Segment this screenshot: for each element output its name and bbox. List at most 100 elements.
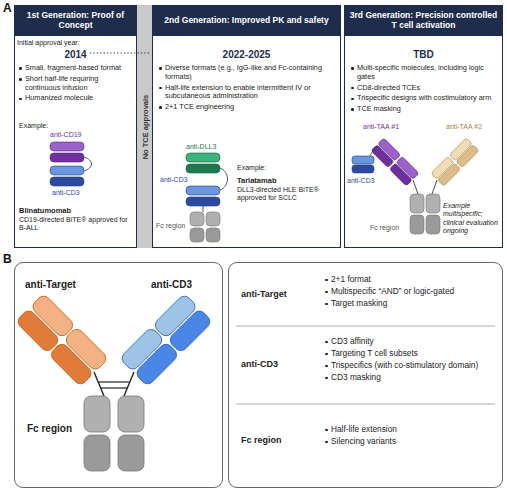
table-rule	[236, 326, 495, 327]
domain-label: anti-TAA #1	[363, 123, 399, 131]
feature-bullets: Multi-specific molecules, including logi…	[350, 64, 498, 116]
bite-fragment	[50, 166, 84, 175]
feature-bullets: Small, fragment-based formatShort half-l…	[18, 64, 133, 105]
bullet-text: 2+1 format	[331, 274, 371, 284]
multispecific-molecule	[456, 145, 479, 168]
bullet-dot	[325, 291, 328, 294]
bullet-text: Half-life extension to enable intermitte…	[165, 83, 311, 101]
bullet-item: Targeting T cell subsets	[324, 349, 496, 359]
multispecific-molecule	[410, 194, 424, 213]
approval-caption: Initial approval year:	[17, 39, 135, 47]
bite-fragment	[50, 142, 92, 186]
molecule-description: DLL3-directed HLE BiTE® approved for SCL…	[237, 186, 337, 203]
bullet-text: Silencing variants	[331, 436, 396, 446]
bullet-item: Silencing variants	[324, 437, 496, 447]
bullet-item: Small, fragment-based format	[18, 64, 133, 73]
approval-year: TBD	[345, 49, 502, 61]
tce-antibody	[167, 308, 212, 353]
tce-antibody	[119, 293, 212, 386]
timeline-dots	[90, 52, 151, 53]
bullet-text: CD3 masking	[331, 372, 381, 382]
bullet-text: Target masking	[331, 298, 387, 308]
generation-header: 2nd Generation: Improved PK and safety	[153, 6, 340, 36]
bite-fragment	[50, 153, 84, 162]
bullet-item: Trispecific designs with costimulatory a…	[350, 94, 498, 103]
bullet-dot	[325, 353, 328, 356]
bullet-item: Multi-specific molecules, including logi…	[350, 64, 498, 82]
tce-antibody	[153, 293, 198, 338]
tce-antibody	[84, 435, 110, 471]
strategy-table: anti-Target 2+1 formatMultispecific “AND”…	[228, 262, 503, 488]
domain-label: anti-TAA #2	[446, 123, 482, 131]
multispecific-molecule	[426, 215, 440, 234]
domain-label: Fc region	[27, 423, 72, 435]
multispecific-molecule	[438, 163, 461, 186]
bullet-dot	[19, 78, 22, 81]
bullet-item: Trispecifics (with co-stimulatory domain…	[324, 361, 496, 371]
multispecific-molecule	[432, 180, 437, 194]
bullet-dot	[325, 429, 328, 432]
hle-bite	[186, 153, 220, 162]
hle-bite	[186, 186, 220, 195]
panel-letter: B	[3, 252, 12, 266]
domain-label: anti-CD19	[50, 131, 82, 139]
bullet-dot	[351, 87, 354, 90]
example-tag: Example:	[237, 164, 297, 172]
tce-antibody	[119, 327, 164, 372]
bullet-text: Multi-specific molecules, including logi…	[357, 63, 484, 81]
multispecific-molecule	[410, 215, 424, 234]
bullet-text: Short half-life requiring continuous inf…	[25, 74, 98, 92]
bullet-item: 2+1 TCE engineering	[158, 103, 336, 112]
antibody-panel: anti-Target anti-CD3 Fc region	[14, 262, 223, 488]
bullet-text: Targeting T cell subsets	[331, 348, 418, 358]
bullet-item: CD3 affinity	[324, 337, 496, 347]
multispecific-molecule	[378, 138, 401, 161]
bite-fragment	[50, 177, 84, 186]
domain-label: anti-DLL3	[186, 143, 216, 151]
strategy-bullets: Half-life extensionSilencing variants	[324, 425, 496, 449]
bullet-text: 2+1 TCE engineering	[165, 102, 234, 111]
strategy-bullets: 2+1 formatMultispecific “AND” or logic-g…	[324, 275, 496, 311]
hle-bite	[186, 153, 228, 242]
multispecific-molecule	[413, 180, 418, 194]
tce-antibody	[63, 327, 108, 372]
bullet-dot	[325, 303, 328, 306]
domain-label: anti-Target	[25, 279, 76, 291]
hle-bite	[203, 206, 204, 212]
molecule-name: Blinatumomab	[19, 206, 134, 215]
bullet-dot	[159, 87, 162, 90]
bullet-dot	[325, 377, 328, 380]
tce-antibody	[94, 372, 104, 396]
generation-header: 3rd Generation: Precision controlled T c…	[345, 6, 502, 36]
multispecific-molecule	[396, 156, 419, 179]
hle-bite	[220, 168, 228, 190]
multispecific-molecule	[371, 138, 419, 186]
molecule-description: CD19-directed BiTE® approved for B-ALL	[19, 216, 134, 233]
tce-antibody	[101, 387, 127, 388]
bullet-text: Humanized molecule	[25, 93, 93, 102]
bullet-dot	[351, 67, 354, 70]
multispecific-molecule	[371, 145, 394, 168]
bite-fragment	[84, 157, 92, 171]
multispecific-molecule	[426, 194, 440, 213]
bullet-text: Trispecifics (with co-stimulatory domain…	[331, 360, 478, 370]
row-header: anti-Target	[241, 289, 316, 300]
domain-label: anti-CD3	[347, 177, 375, 185]
multispecific-molecule	[449, 138, 472, 161]
molecule-name: Tarlatamab	[237, 176, 337, 185]
bullet-dot	[325, 365, 328, 368]
row-header: Fc region	[241, 435, 316, 446]
bullet-dot	[325, 441, 328, 444]
bullet-item: Half-life extension to enable intermitte…	[158, 84, 336, 102]
bullet-item: Humanized molecule	[18, 94, 133, 103]
domain-label: anti-CD3	[151, 279, 192, 291]
bullet-text: CD8-directed TCEs	[357, 83, 420, 92]
bullet-dot	[19, 67, 22, 70]
tce-antibody	[99, 381, 129, 382]
generation-header: 1st Generation: Proof of Concept	[15, 6, 136, 36]
multispecific-molecule	[431, 156, 454, 179]
example-tag: Example:	[19, 122, 79, 130]
approval-year: 2022-2025	[153, 49, 340, 61]
generation-box: 2nd Generation: Improved PK and safety 20…	[152, 5, 341, 248]
